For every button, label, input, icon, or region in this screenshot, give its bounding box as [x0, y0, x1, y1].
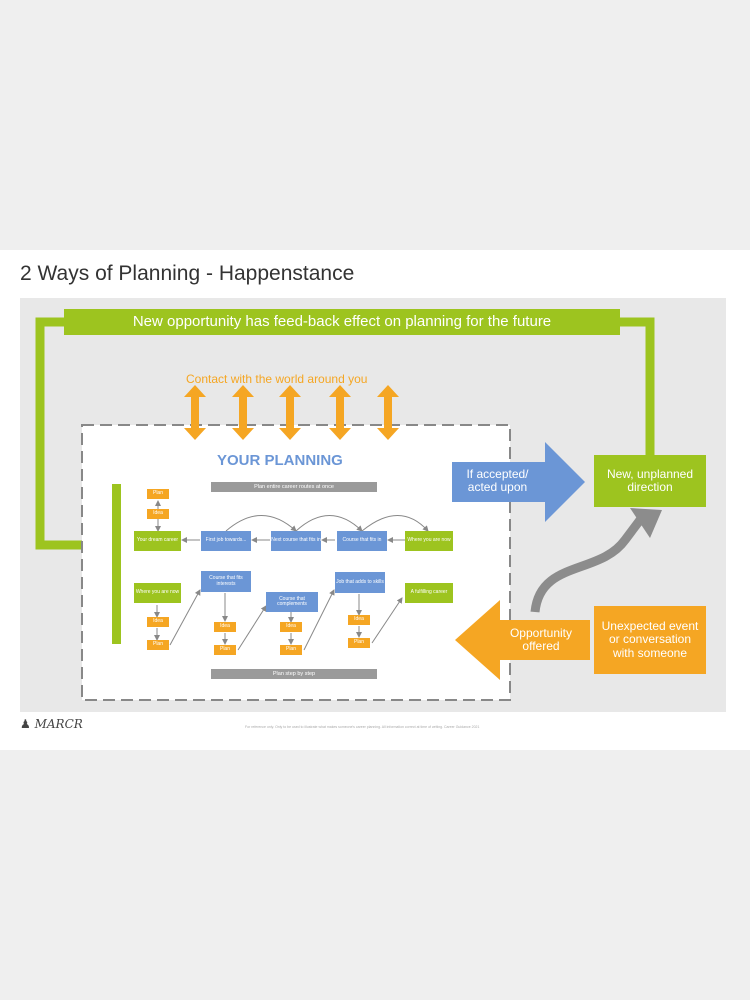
bottom-plan-1: Plan: [147, 640, 169, 650]
routes-bar: Plan entire career routes at once: [211, 482, 377, 492]
fulfilling-career-box: A fulfilling career: [405, 583, 453, 603]
contact-label: Contact with the world around you: [186, 372, 368, 386]
contact-arrow-3: [279, 385, 301, 440]
bottom-idea-2: Idea: [214, 622, 236, 632]
logo-text: MARCR: [34, 717, 83, 731]
steps-bar: Plan step by step: [211, 669, 377, 679]
contact-arrows: [184, 385, 399, 440]
job-skills-box: Job that adds to skills: [335, 572, 385, 593]
footer-note: For reference only. Only to be used to i…: [245, 725, 480, 729]
marcr-logo: ♟ MARCR: [20, 717, 83, 731]
if-accepted-arrow-shape: [452, 442, 585, 522]
feedback-loop-line: [35, 317, 655, 550]
dream-career-box: Your dream career: [134, 531, 181, 551]
contact-arrow-1: [184, 385, 206, 440]
bottom-idea-4: Idea: [348, 615, 370, 625]
top-idea-box: Idea: [147, 509, 169, 519]
contact-arrow-4: [329, 385, 351, 440]
bottom-where-now-box: Where you are now: [134, 583, 181, 603]
top-where-now-box: Where you are now: [405, 531, 453, 551]
grey-curve-arrowhead: [630, 508, 662, 538]
course-fits-box: Course that fits in: [337, 531, 387, 551]
grey-curve-arrow: [530, 517, 644, 613]
bottom-idea-1: Idea: [147, 617, 169, 627]
opportunity-arrow-shape: [455, 600, 590, 680]
person-icon: ♟: [20, 717, 31, 731]
new-direction-box: New, unplanned direction: [594, 455, 706, 507]
contact-arrow-5: [377, 385, 399, 440]
next-course-box: Next course that fits in: [271, 531, 321, 551]
course-complements-box: Course that complements: [266, 592, 318, 612]
top-plan-box: Plan: [147, 489, 169, 499]
course-interests-box: Course that fits interests: [201, 571, 251, 592]
your-planning-heading: YOUR PLANNING: [217, 452, 343, 469]
bottom-idea-3: Idea: [280, 622, 302, 632]
contact-arrow-2: [232, 385, 254, 440]
slide-title: 2 Ways of Planning - Happenstance: [20, 262, 355, 285]
bottom-plan-3: Plan: [280, 645, 302, 655]
bottom-plan-4: Plan: [348, 638, 370, 648]
feedback-banner: New opportunity has feed-back effect on …: [64, 309, 620, 335]
unexpected-event-box: Unexpected event or conversation with so…: [594, 606, 706, 674]
planning-side-bar: [112, 484, 121, 644]
bottom-plan-2: Plan: [214, 645, 236, 655]
first-job-box: First job towards...: [201, 531, 251, 551]
opportunity-offered-label: Opportunity offered: [509, 625, 573, 653]
if-accepted-label: If accepted/ acted upon: [466, 466, 529, 494]
